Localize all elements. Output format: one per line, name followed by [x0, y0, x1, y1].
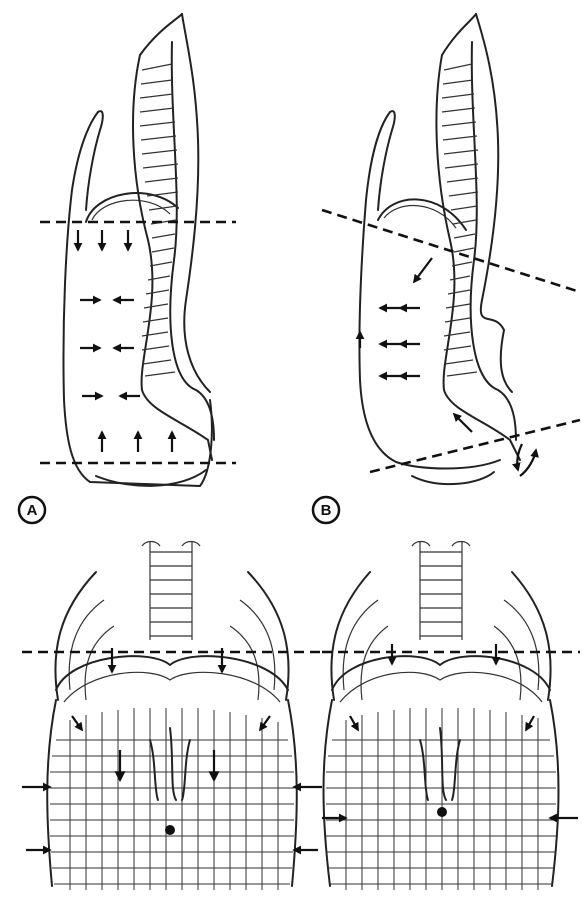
- panel-b-label: B: [313, 497, 339, 523]
- pressure-arrows-b: [360, 258, 536, 476]
- pressure-arrows-a: [78, 230, 172, 452]
- pelvic-floor-plane-line-b: [370, 420, 580, 472]
- panel-a-sagittal-diagram: [40, 14, 236, 486]
- panel-b-label-text: B: [321, 502, 332, 519]
- panel-b-sagittal-diagram: [322, 14, 580, 484]
- abdominal-mesh-left: [50, 708, 294, 890]
- coronal-diagram-right: [322, 542, 580, 891]
- coronal-diagram-left: [22, 542, 322, 891]
- panel-a-label-text: A: [27, 502, 38, 519]
- panel-a-label: A: [19, 497, 45, 523]
- pressure-arrows-d: [322, 644, 578, 818]
